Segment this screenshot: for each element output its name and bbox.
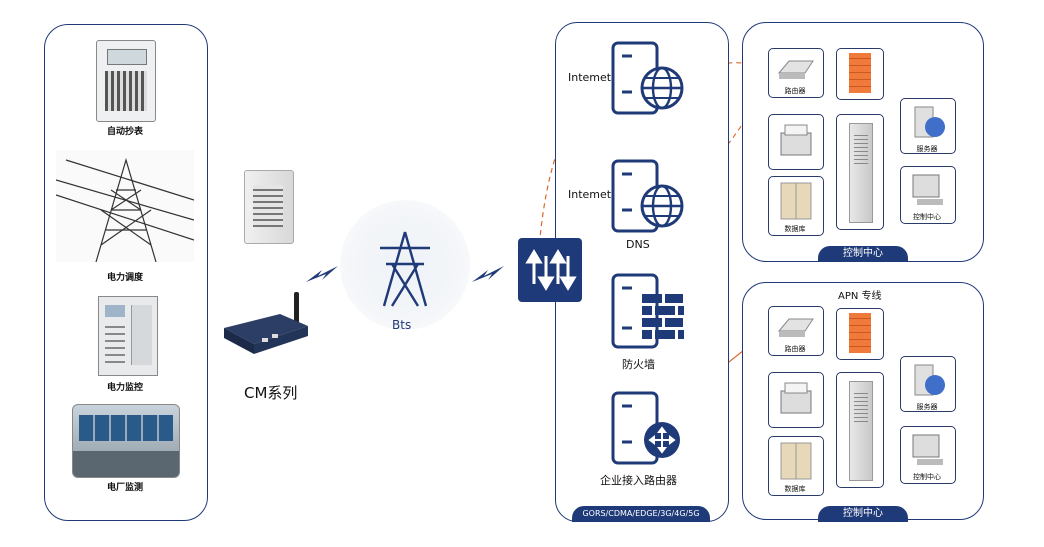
wireless-bolt-right <box>472 266 504 282</box>
server-rack-icon <box>849 123 873 223</box>
firewall-server-icon <box>611 273 684 349</box>
server-rack-icon <box>849 381 873 481</box>
internet2-label: Intemet <box>568 188 612 201</box>
computer-icon <box>912 434 943 465</box>
control-center-top-tab: 控制中心 <box>818 246 908 262</box>
cm-router-image <box>224 292 308 354</box>
server-label-top: 服务器 <box>916 145 938 153</box>
apn-title: APN 专线 <box>838 291 882 302</box>
dispatch-label: 电力调度 <box>106 273 143 283</box>
console-box-bottom <box>900 426 956 484</box>
cabinet-image <box>98 296 158 376</box>
router-box-top <box>768 48 824 98</box>
server-box-top <box>900 98 956 154</box>
server-box-bottom <box>900 356 956 412</box>
gateway-label: CM系列 <box>244 384 298 402</box>
network-tab: GORS/CDMA/EDGE/3G/4G/5G <box>572 506 710 522</box>
server-globe-icon <box>914 364 945 396</box>
wireless-bolt-left <box>306 266 338 282</box>
firewall-box-top <box>836 48 884 100</box>
router-label: 企业接入路由器 <box>600 474 677 487</box>
dtu-module-image <box>244 170 294 244</box>
printer-box-top <box>768 114 824 170</box>
computer-icon <box>912 174 943 205</box>
database-box-bottom <box>768 436 824 496</box>
printer-box-bottom <box>768 372 824 428</box>
router-label-bottom: 路由器 <box>784 345 806 353</box>
server-rack-box-top <box>836 114 884 230</box>
router-box-bottom <box>768 306 824 356</box>
plant-label: 电厂监测 <box>106 483 143 493</box>
firewall-icon <box>849 53 871 93</box>
dns-server-icon <box>611 159 684 233</box>
database-label-bottom: 数据库 <box>784 485 806 493</box>
database-box-top <box>768 176 824 236</box>
console-label-bottom: 控制中心 <box>913 473 941 481</box>
printer-icon <box>780 124 812 156</box>
transmission-tower-image <box>56 150 194 262</box>
monitor-label: 电力监控 <box>106 383 143 393</box>
firewall-box-bottom <box>836 308 884 360</box>
console-box-top <box>900 166 956 224</box>
control-center-bottom-tab: 控制中心 <box>818 506 908 522</box>
database-icon <box>780 182 812 220</box>
dns-label: DNS <box>626 238 650 251</box>
server-globe-icon <box>914 106 945 138</box>
tower-icon <box>380 231 430 307</box>
enterprise-router-icon <box>611 391 680 465</box>
console-label-top: 控制中心 <box>913 213 941 221</box>
firewall-label: 防火墙 <box>622 358 655 371</box>
server-rack-box-bottom <box>836 372 884 488</box>
printer-icon <box>780 382 812 414</box>
switch-icon <box>518 238 582 302</box>
database-label-top: 数据库 <box>784 225 806 233</box>
internet-server-icon <box>611 41 684 115</box>
internet1-label: Intemet <box>568 71 612 84</box>
meter-image <box>96 40 156 122</box>
firewall-icon <box>849 313 871 353</box>
router-label-top: 路由器 <box>784 87 806 95</box>
server-label-bottom: 服务器 <box>916 403 938 411</box>
tower-label: Bts <box>392 318 412 332</box>
database-icon <box>780 442 812 480</box>
control-room-image <box>72 404 180 478</box>
meter-label: 自动抄表 <box>106 127 143 137</box>
